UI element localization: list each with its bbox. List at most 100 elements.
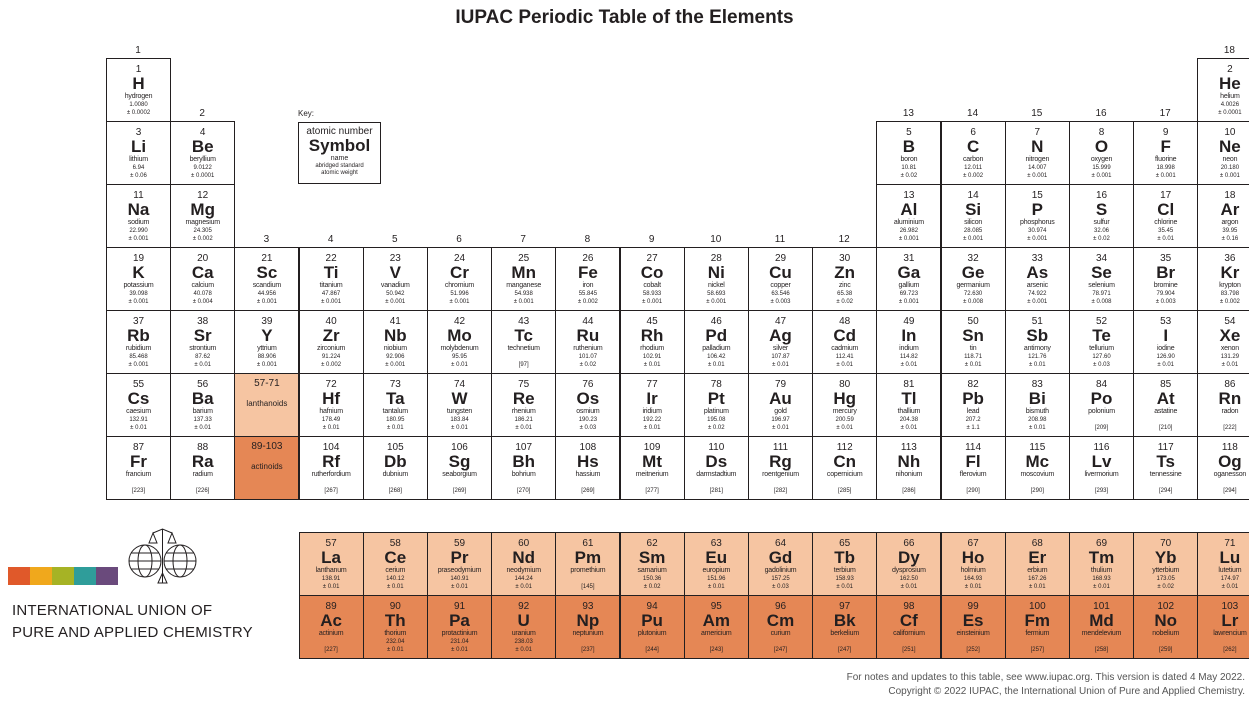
element-cell-pd[interactable]: 46Pdpalladium106.42± 0.01	[683, 310, 749, 374]
element-cell-au[interactable]: 79Augold196.97± 0.01	[748, 373, 813, 437]
element-cell-mn[interactable]: 25Mnmanganese54.938± 0.001	[491, 247, 557, 311]
element-cell-er[interactable]: 68Ererbium167.26± 0.01	[1004, 532, 1070, 596]
element-cell-w[interactable]: 74Wtungsten183.84± 0.01	[427, 373, 492, 437]
element-cell-xe[interactable]: 54Xexenon131.29± 0.01	[1197, 310, 1249, 374]
element-cell-ba[interactable]: 56Babarium137.33± 0.01	[170, 373, 236, 437]
element-cell-y[interactable]: 39Yyttrium88.906± 0.001	[234, 310, 300, 374]
element-cell-mo[interactable]: 42Momolybdenum95.95± 0.01	[427, 310, 492, 374]
element-cell-yb[interactable]: 70Ybytterbium173.05± 0.02	[1133, 532, 1199, 596]
element-cell-nh[interactable]: 113Nhnihonium[286]	[876, 436, 942, 500]
element-cell-he[interactable]: 2Hehelium4.0026± 0.0001	[1197, 58, 1249, 122]
element-cell-at[interactable]: 85Atastatine[210]	[1133, 373, 1199, 437]
element-cell-ta[interactable]: 73Tatantalum180.95± 0.01	[362, 373, 428, 437]
element-cell-lu[interactable]: 71Lulutetium174.97± 0.01	[1197, 532, 1249, 596]
element-cell-nb[interactable]: 41Nbniobium92.906± 0.001	[362, 310, 428, 374]
element-cell-og[interactable]: 118Ogoganesson[294]	[1197, 436, 1249, 500]
element-cell-sn[interactable]: 50Sntin118.71± 0.01	[940, 310, 1006, 374]
element-cell-n[interactable]: 7Nnitrogen14.007± 0.001	[1004, 121, 1070, 185]
element-cell-os[interactable]: 76Ososmium190.23± 0.03	[555, 373, 621, 437]
element-cell-c[interactable]: 6Ccarbon12.011± 0.002	[940, 121, 1006, 185]
element-cell-in[interactable]: 49Inindium114.82± 0.01	[876, 310, 942, 374]
element-cell-sr[interactable]: 38Srstrontium87.62± 0.01	[170, 310, 236, 374]
element-cell-cs[interactable]: 55Cscaesium132.91± 0.01	[106, 373, 171, 437]
element-cell-rb[interactable]: 37Rbrubidium85.468± 0.001	[106, 310, 171, 374]
element-cell-li[interactable]: 3Lilithium6.94± 0.06	[106, 121, 171, 185]
element-cell-te[interactable]: 52Tetellurium127.60± 0.03	[1069, 310, 1134, 374]
element-cell-am[interactable]: 95Amamericium[243]	[683, 595, 749, 659]
element-cell-nd[interactable]: 60Ndneodymium144.24± 0.01	[491, 532, 557, 596]
element-cell-ni[interactable]: 28Ninickel58.693± 0.001	[683, 247, 749, 311]
element-cell-sm[interactable]: 62Smsamarium150.36± 0.02	[619, 532, 685, 596]
element-cell-be[interactable]: 4Beberyllium9.0122± 0.0001	[170, 121, 236, 185]
element-cell-ds[interactable]: 110Dsdarmstadtium[281]	[683, 436, 749, 500]
element-cell-sg[interactable]: 106Sgseaborgium[269]	[427, 436, 492, 500]
element-cell-pb[interactable]: 82Pblead207.2± 1.1	[940, 373, 1006, 437]
element-cell-fe[interactable]: 26Feiron55.845± 0.002	[555, 247, 621, 311]
element-cell-lr[interactable]: 103Lrlawrencium[262]	[1197, 595, 1249, 659]
element-cell-bi[interactable]: 83Bibismuth208.98± 0.01	[1004, 373, 1070, 437]
element-cell-ag[interactable]: 47Agsilver107.87± 0.01	[748, 310, 813, 374]
element-cell-ho[interactable]: 67Hoholmium164.93± 0.01	[940, 532, 1006, 596]
element-cell-ir[interactable]: 77Iriridium192.22± 0.01	[619, 373, 685, 437]
element-cell-hf[interactable]: 72Hfhafnium178.49± 0.01	[298, 373, 364, 437]
element-cell-sc[interactable]: 21Scscandium44.956± 0.001	[234, 247, 300, 311]
element-cell-b[interactable]: 5Bboron10.81± 0.02	[876, 121, 942, 185]
element-cell-fm[interactable]: 100Fmfermium[257]	[1004, 595, 1070, 659]
element-cell-ca[interactable]: 20Cacalcium40.078± 0.004	[170, 247, 236, 311]
element-cell-pm[interactable]: 61Pmpromethium[145]	[555, 532, 621, 596]
element-cell-bh[interactable]: 107Bhbohrium[270]	[491, 436, 557, 500]
element-cell-na[interactable]: 11Nasodium22.990± 0.001	[106, 184, 171, 248]
element-cell-gd[interactable]: 64Gdgadolinium157.25± 0.03	[748, 532, 813, 596]
element-cell-tm[interactable]: 69Tmthulium168.93± 0.01	[1069, 532, 1134, 596]
element-cell-eu[interactable]: 63Eueuropium151.96± 0.01	[683, 532, 749, 596]
element-cell-tb[interactable]: 65Tbterbium158.93± 0.01	[812, 532, 878, 596]
element-cell-ga[interactable]: 31Gagallium69.723± 0.001	[876, 247, 942, 311]
element-cell-ti[interactable]: 22Tititanium47.867± 0.001	[298, 247, 364, 311]
element-cell-cl[interactable]: 17Clchlorine35.45± 0.01	[1133, 184, 1199, 248]
element-cell-rh[interactable]: 45Rhrhodium102.91± 0.01	[619, 310, 685, 374]
element-cell-tl[interactable]: 81Tlthallium204.38± 0.01	[876, 373, 942, 437]
element-cell-ru[interactable]: 44Ruruthenium101.07± 0.02	[555, 310, 621, 374]
element-cell-al[interactable]: 13Alaluminium26.982± 0.001	[876, 184, 942, 248]
element-cell-mc[interactable]: 115Mcmoscovium[290]	[1004, 436, 1070, 500]
element-cell-rf[interactable]: 104Rfrutherfordium[267]	[298, 436, 364, 500]
actinoids-placeholder-cell[interactable]: 89-103actinoids	[234, 436, 300, 500]
element-cell-hs[interactable]: 108Hshassium[269]	[555, 436, 621, 500]
element-cell-pr[interactable]: 59Prpraseodymium140.91± 0.01	[427, 532, 492, 596]
element-cell-dy[interactable]: 66Dydysprosium162.50± 0.01	[876, 532, 942, 596]
element-cell-pu[interactable]: 94Puplutonium[244]	[619, 595, 685, 659]
element-cell-zr[interactable]: 40Zrzirconium91.224± 0.002	[298, 310, 364, 374]
element-cell-db[interactable]: 105Dbdubnium[268]	[362, 436, 428, 500]
element-cell-ts[interactable]: 117Tstennessine[294]	[1133, 436, 1199, 500]
element-cell-si[interactable]: 14Sisilicon28.085± 0.001	[940, 184, 1006, 248]
element-cell-ce[interactable]: 58Cecerium140.12± 0.01	[362, 532, 428, 596]
element-cell-la[interactable]: 57Lalanthanum138.91± 0.01	[298, 532, 364, 596]
element-cell-p[interactable]: 15Pphosphorus30.974± 0.001	[1004, 184, 1070, 248]
element-cell-ne[interactable]: 10Neneon20.180± 0.001	[1197, 121, 1249, 185]
element-cell-f[interactable]: 9Ffluorine18.998± 0.001	[1133, 121, 1199, 185]
element-cell-k[interactable]: 19Kpotassium39.098± 0.001	[106, 247, 171, 311]
element-cell-fr[interactable]: 87Frfrancium[223]	[106, 436, 171, 500]
element-cell-th[interactable]: 90Ththorium232.04± 0.01	[362, 595, 428, 659]
element-cell-ar[interactable]: 18Arargon39.95± 0.16	[1197, 184, 1249, 248]
element-cell-ge[interactable]: 32Gegermanium72.630± 0.008	[940, 247, 1006, 311]
element-cell-pt[interactable]: 78Ptplatinum195.08± 0.02	[683, 373, 749, 437]
element-cell-es[interactable]: 99Eseinsteinium[252]	[940, 595, 1006, 659]
element-cell-tc[interactable]: 43Tctechnetium[97]	[491, 310, 557, 374]
element-cell-ra[interactable]: 88Raradium[226]	[170, 436, 236, 500]
element-cell-i[interactable]: 53Iiodine126.90± 0.01	[1133, 310, 1199, 374]
element-cell-rn[interactable]: 86Rnradon[222]	[1197, 373, 1249, 437]
element-cell-mg[interactable]: 12Mgmagnesium24.305± 0.002	[170, 184, 236, 248]
element-cell-cn[interactable]: 112Cncopernicium[285]	[812, 436, 878, 500]
element-cell-no[interactable]: 102Nonobelium[259]	[1133, 595, 1199, 659]
element-cell-mt[interactable]: 109Mtmeitnerium[277]	[619, 436, 685, 500]
element-cell-v[interactable]: 23Vvanadium50.942± 0.001	[362, 247, 428, 311]
element-cell-kr[interactable]: 36Krkrypton83.798± 0.002	[1197, 247, 1249, 311]
element-cell-pa[interactable]: 91Paprotactinium231.04± 0.01	[427, 595, 492, 659]
element-cell-br[interactable]: 35Brbromine79.904± 0.003	[1133, 247, 1199, 311]
element-cell-co[interactable]: 27Cocobalt58.933± 0.001	[619, 247, 685, 311]
element-cell-sb[interactable]: 51Sbantimony121.76± 0.01	[1004, 310, 1070, 374]
element-cell-cu[interactable]: 29Cucopper63.546± 0.003	[748, 247, 813, 311]
element-cell-s[interactable]: 16Ssulfur32.06± 0.02	[1069, 184, 1134, 248]
element-cell-lv[interactable]: 116Lvlivermorium[293]	[1069, 436, 1134, 500]
